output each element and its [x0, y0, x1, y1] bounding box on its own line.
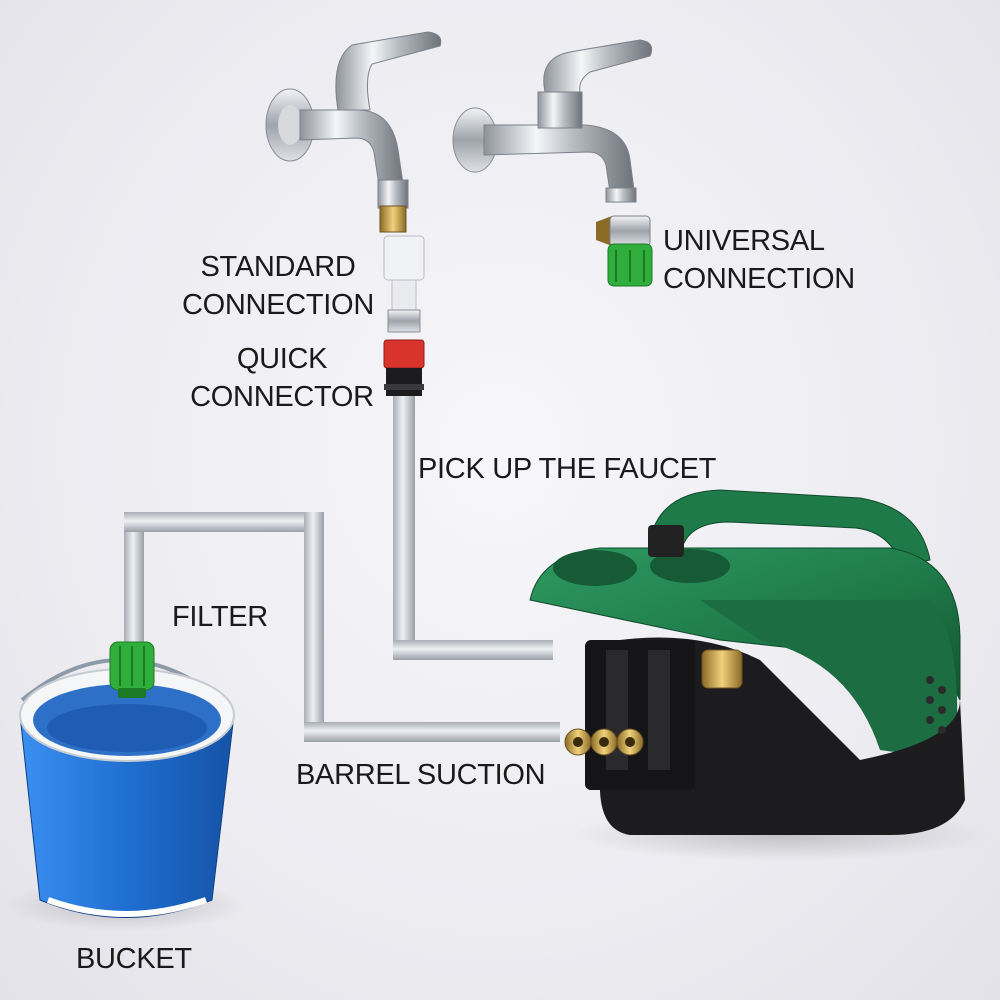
bucket-label: BUCKET: [76, 943, 192, 975]
faucet-icon: [265, 31, 442, 233]
universal-adapter-icon: [596, 215, 653, 287]
standard-connection-label: STANDARD CONNECTION: [182, 251, 374, 321]
hose-lines: [124, 395, 560, 742]
quick-connector-icon: [383, 339, 425, 396]
pressure-washer-icon: [529, 489, 990, 861]
filter-label: FILTER: [172, 601, 268, 633]
barrel-suction-label: BARREL SUCTION: [296, 759, 546, 791]
faucet-icon: [452, 39, 653, 203]
bucket-icon: [5, 658, 245, 931]
quick-connector-label: QUICK CONNECTOR: [190, 343, 374, 413]
filter-icon: [109, 641, 155, 698]
universal-connection-label: UNIVERSAL CONNECTION: [663, 225, 855, 295]
pick-up-faucet-label: PICK UP THE FAUCET: [418, 453, 717, 485]
standard-connector-icon: [383, 235, 425, 333]
